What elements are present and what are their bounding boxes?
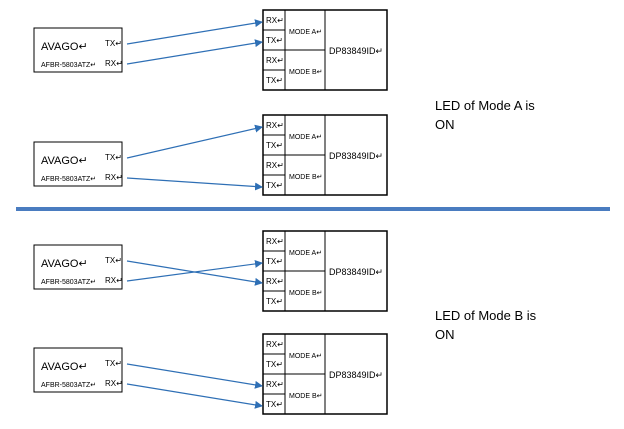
avago-brand-label: AVAGO↵ [41,41,88,53]
phy-mode-label: MODE A↵ [289,134,322,141]
signal-arrow [126,124,263,159]
phy-port-label: TX↵ [266,141,283,150]
signal-arrow [126,19,263,45]
phy-chip-name: DP83849ID↵ [329,151,383,161]
avago-tx-label: TX↵ [105,359,122,368]
avago-tx-label: TX↵ [105,256,122,265]
avago-transceiver-box [33,347,123,393]
avago-tx-label: TX↵ [105,153,122,162]
phy-port-label: TX↵ [266,257,283,266]
avago-brand-label: AVAGO↵ [41,361,88,373]
phy-port-label: RX↵ [266,380,284,389]
phy-mode-label: MODE B↵ [289,290,322,297]
phy-port-label: RX↵ [266,277,284,286]
phy-port-label: RX↵ [266,340,284,349]
avago-rx-label: RX↵ [105,276,123,285]
signal-arrow [126,177,263,191]
phy-port-label: TX↵ [266,76,283,85]
phy-port-label: RX↵ [266,237,284,246]
phy-port-label: RX↵ [266,121,284,130]
phy-mode-cell [284,154,326,196]
avago-rx-label: RX↵ [105,173,123,182]
avago-transceiver-box [33,141,123,187]
phy-mode-cell [284,270,326,312]
phy-port-label: TX↵ [266,36,283,45]
phy-chip-name: DP83849ID↵ [329,46,383,56]
avago-transceiver-box [33,27,123,73]
phy-mode-label: MODE B↵ [289,393,322,400]
avago-transceiver-box [33,244,123,290]
phy-mode-label: MODE A↵ [289,29,322,36]
phy-port-label: RX↵ [266,16,284,25]
avago-part-number: AFBR-5803ATZ↵ [41,382,96,389]
signal-arrow [126,39,263,65]
phy-port-label: TX↵ [266,181,283,190]
phy-port-label: TX↵ [266,360,283,369]
signal-arrow [126,363,263,389]
phy-chip-name: DP83849ID↵ [329,370,383,380]
avago-tx-label: TX↵ [105,39,122,48]
signal-arrow [126,259,263,282]
avago-part-number: AFBR-5803ATZ↵ [41,62,96,69]
section-note-mode-b: LED of Mode B is ON [435,308,537,342]
signal-arrow [126,383,263,409]
avago-rx-label: RX↵ [105,379,123,388]
avago-brand-label: AVAGO↵ [41,258,88,270]
phy-mode-label: MODE B↵ [289,174,322,181]
avago-part-number: AFBR-5803ATZ↵ [41,176,96,183]
phy-chip-name: DP83849ID↵ [329,267,383,277]
phy-port-label: RX↵ [266,56,284,65]
phy-mode-label: MODE B↵ [289,69,322,76]
phy-mode-cell [284,49,326,91]
phy-mode-label: MODE A↵ [289,250,322,257]
avago-brand-label: AVAGO↵ [41,155,88,167]
phy-port-label: TX↵ [266,400,283,409]
section-note-mode-a: LED of Mode A is ON [435,98,535,132]
avago-part-number: AFBR-5803ATZ↵ [41,279,96,286]
phy-port-label: RX↵ [266,161,284,170]
avago-rx-label: RX↵ [105,59,123,68]
phy-mode-label: MODE A↵ [289,353,322,360]
phy-mode-cell [284,373,326,415]
phy-port-label: TX↵ [266,297,283,306]
